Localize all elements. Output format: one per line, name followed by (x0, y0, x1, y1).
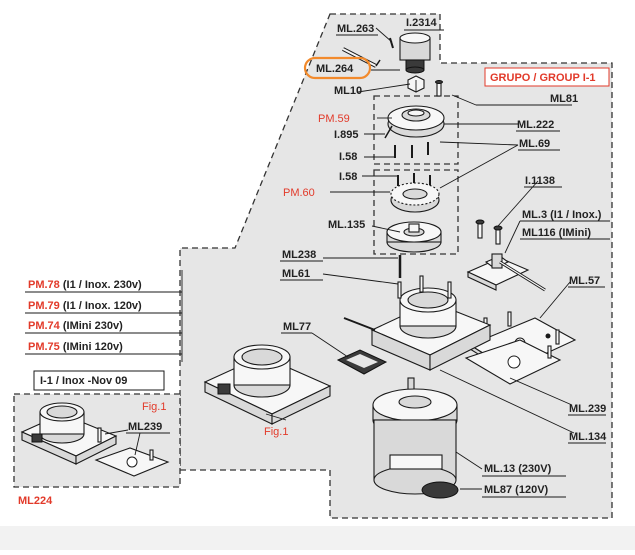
label-ml239b: ML239 (128, 421, 162, 433)
label-fig1b: Fig.1 (142, 401, 166, 413)
label-ml87: ML87 (120V) (484, 484, 549, 496)
part-fig1-housing (203, 344, 332, 425)
group-label: GRUPO / GROUP I-1 (490, 72, 596, 84)
label-ml134: ML.134 (569, 431, 607, 443)
part-ml61-housing (343, 287, 492, 485)
label-ml3: ML.3 (I1 / Inox.) (522, 209, 602, 221)
label-fig1a: Fig.1 (264, 426, 288, 438)
part-ml77-gasket (336, 349, 388, 375)
inset-title-box: I-1 / Inox -Nov 09 (33, 370, 165, 391)
part-gear-ring (390, 182, 440, 213)
variant-row-2: PM.74 (IMini 230v) (28, 320, 123, 332)
inset-housing (20, 402, 118, 465)
label-ml81: ML81 (550, 93, 578, 105)
part-ml10-nut (407, 75, 425, 93)
label-i58a: I.58 (339, 151, 357, 163)
inset-title: I-1 / Inox -Nov 09 (40, 375, 127, 387)
label-ml13: ML.13 (230V) (484, 463, 552, 475)
label-ml263: ML.263 (337, 23, 374, 35)
variant-table: PM.78 (I1 / Inox. 230v) PM.79 (I1 / Inox… (25, 270, 183, 362)
label-ml57: ML.57 (569, 275, 600, 287)
label-pm60: PM.60 (283, 187, 315, 199)
label-ml69: ML.69 (519, 138, 550, 150)
inset-leaders (104, 429, 141, 456)
label-i1138: I.1138 (525, 175, 555, 187)
label-i2314: I.2314 (406, 17, 437, 29)
group-label-box: GRUPO / GROUP I-1 (484, 67, 610, 87)
part-i58-pins-lower (397, 173, 431, 186)
label-ml61: ML61 (282, 268, 310, 280)
subgroup-pm60-box (373, 169, 459, 255)
part-i2314-cap (399, 32, 431, 74)
label-ml264: ML.264 (316, 63, 354, 75)
leader-lines (265, 27, 575, 490)
variant-row-1: PM.79 (I1 / Inox. 120v) (28, 300, 142, 312)
part-ml61-screws (397, 275, 452, 299)
inset-ml239-bracket (94, 447, 170, 477)
label-underlines (280, 29, 610, 498)
part-ml81-screw (435, 80, 443, 97)
part-ml239-bracket (464, 339, 562, 385)
variant-row-3: PM.75 (IMini 120v) (28, 341, 123, 353)
part-i1138-screws (475, 219, 503, 245)
label-ml222: ML.222 (517, 119, 554, 131)
label-i895: I.895 (334, 129, 358, 141)
label-ml239a: ML.239 (569, 403, 606, 415)
part-ml3-bracket (466, 253, 546, 292)
part-i895-pin (384, 125, 393, 139)
label-ml135: ML.135 (328, 219, 365, 231)
part-ml135-base (386, 221, 442, 253)
part-pin-small (389, 37, 394, 49)
label-ml116: ML116 (IMini) (522, 227, 591, 239)
subgroup-pm59-box (373, 95, 459, 165)
label-ml224: ML224 (18, 495, 53, 507)
label-pm59: PM.59 (318, 113, 350, 125)
part-labels: ML.263 I.2314 ML.264 ML10 ML81 PM.59 ML.… (264, 17, 607, 496)
variant-row-0: PM.78 (I1 / Inox. 230v) (28, 279, 142, 291)
label-ml238: ML238 (282, 249, 316, 261)
highlight-ml264 (303, 56, 372, 80)
part-i58-pins-top (394, 142, 429, 158)
label-i58b: I.58 (339, 171, 357, 183)
part-ml222-disc (387, 105, 445, 138)
part-ml13-motor (373, 419, 459, 499)
label-ml77: ML77 (283, 321, 311, 333)
bottom-strip (0, 526, 635, 550)
label-ml10: ML10 (334, 85, 362, 97)
